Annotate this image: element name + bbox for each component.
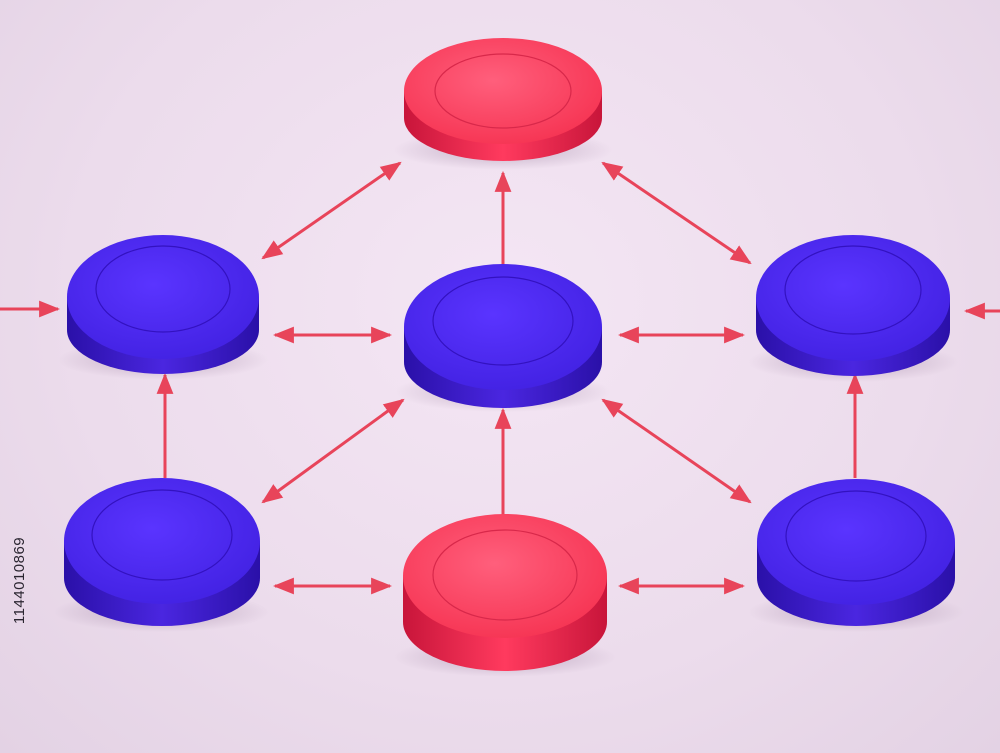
stock-id-watermark: 1144010869 xyxy=(10,505,30,655)
stock-id-text: 1144010869 xyxy=(11,536,29,624)
node-bottom-center xyxy=(393,514,617,677)
connector-top-mid-right xyxy=(601,161,752,265)
node-bottom-left xyxy=(54,478,270,632)
node-mid-right xyxy=(748,235,958,382)
node-center xyxy=(395,264,611,412)
connector-top-mid-left xyxy=(261,161,402,260)
connectors xyxy=(0,161,1000,595)
node-top xyxy=(393,38,613,170)
nodes xyxy=(54,38,964,677)
connector-center-bottom-left xyxy=(261,398,405,504)
node-bottom-right xyxy=(748,479,964,632)
connector-center-bottom-right xyxy=(601,398,752,504)
node-mid-left xyxy=(58,235,268,380)
